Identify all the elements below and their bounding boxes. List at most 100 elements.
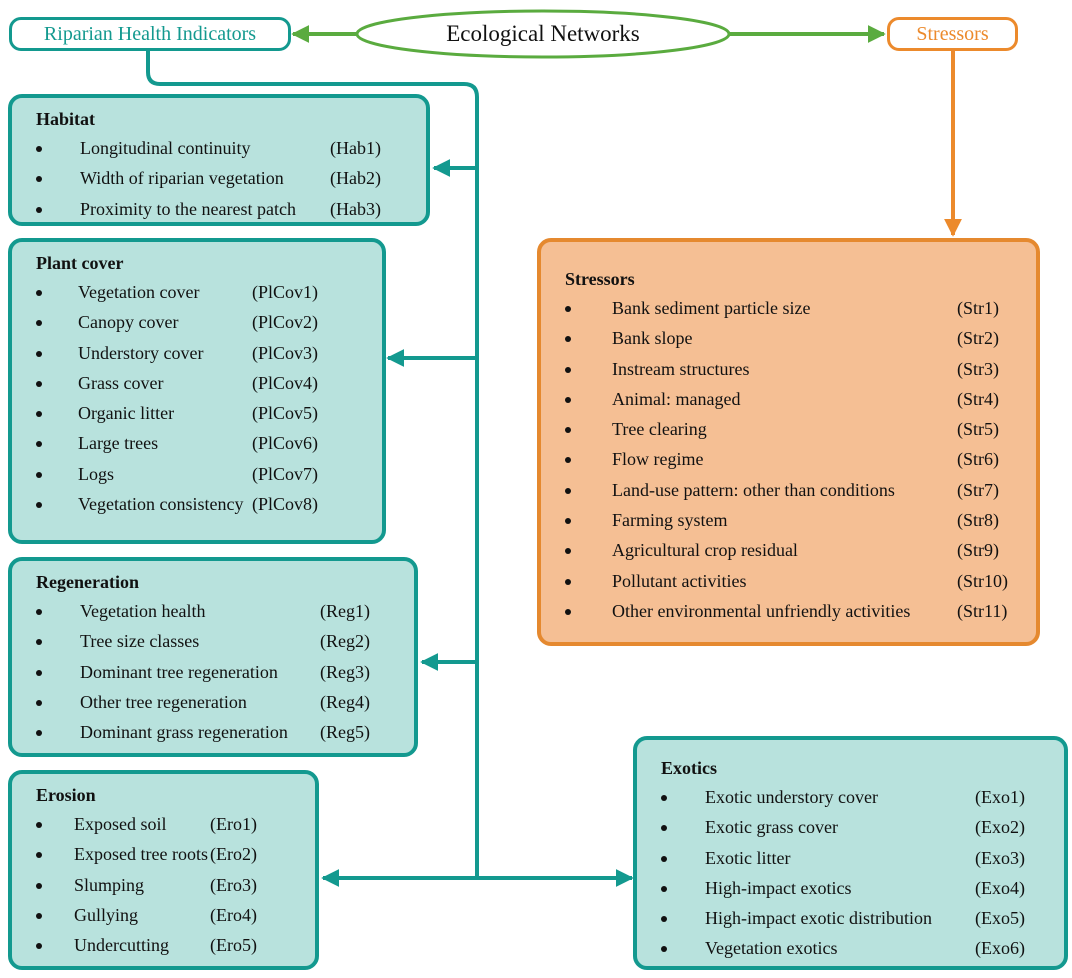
- item-code: (Exo1): [975, 787, 1025, 807]
- item-label: Proximity to the nearest patch: [80, 198, 296, 219]
- item-label: Other environmental unfriendly activitie…: [612, 600, 911, 621]
- list-item: Other environmental unfriendly activitie…: [565, 596, 1016, 626]
- list-item: Tree size classes(Reg2): [36, 626, 394, 656]
- list-item: Width of riparian vegetation(Hab2): [36, 163, 406, 193]
- plant-cover-list: Vegetation cover (PlCov1) Canopy cover(PlC…: [36, 277, 362, 519]
- item-code: (Ero5): [210, 935, 257, 956]
- list-item: Exposed soil(Ero1): [36, 809, 295, 839]
- list-item: Farming system(Str8): [565, 505, 1016, 535]
- item-label: Exotic litter: [705, 847, 791, 868]
- list-item: Proximity to the nearest patch (Hab3): [36, 194, 406, 224]
- list-item: Dominant grass regeneration(Reg5): [36, 717, 394, 747]
- plant-cover-box: Plant cover Vegetation cover (PlCov1) Cano…: [8, 238, 386, 544]
- item-code: (Reg5): [320, 722, 370, 743]
- item-label: Gullying: [74, 904, 139, 925]
- item-code: (Exo4): [975, 877, 1025, 898]
- list-item: High-impact exotics (Exo4): [661, 873, 1044, 903]
- item-code: (Exo3): [975, 847, 1025, 868]
- list-item: Organic litter(PlCov5): [36, 398, 362, 428]
- list-item: Flow regime(Str6): [565, 444, 1016, 474]
- list-item: Longitudinal continuity (Hab1): [36, 133, 406, 163]
- item-code: (PlCov1): [252, 282, 319, 302]
- item-label: Vegetation cover: [78, 282, 200, 302]
- item-label: Large trees: [78, 433, 159, 454]
- item-label: Agricultural crop residual: [612, 540, 798, 561]
- exotics-list: Exotic understory cover(Exo1) Exotic gras…: [661, 782, 1044, 964]
- stressors-title: Stressors: [565, 269, 635, 289]
- item-code: (Exo2): [975, 817, 1025, 838]
- plant-cover-title: Plant cover: [36, 253, 124, 273]
- item-label: Exposed tree roots: [74, 844, 208, 865]
- item-label: Slumping: [74, 874, 145, 895]
- erosion-title: Erosion: [36, 785, 96, 805]
- list-item: Vegetation exotics (Exo6): [661, 933, 1044, 963]
- item-code: (Str1): [957, 298, 999, 318]
- item-label: Tree clearing: [612, 419, 707, 440]
- item-label: Longitudinal continuity: [80, 138, 251, 158]
- item-code: (Str3): [957, 358, 999, 379]
- list-item: Large trees (PlCov6): [36, 428, 362, 458]
- item-label: Animal: managed: [612, 388, 741, 409]
- list-item: Grass cover (PlCov4): [36, 368, 362, 398]
- list-item: Pollutant activities(Str10): [565, 566, 1016, 596]
- item-code: (Str4): [957, 388, 999, 409]
- list-item: Bank sediment particle size(Str1): [565, 293, 1016, 323]
- exotics-box: Exotics Exotic understory cover(Exo1)Exo…: [633, 736, 1068, 970]
- item-label: Undercutting: [74, 935, 169, 956]
- item-code: (Ero4): [210, 904, 257, 925]
- item-code: (Hab3): [330, 198, 381, 219]
- list-item: Exotic litter (Exo3): [661, 843, 1044, 873]
- item-code: (Reg4): [320, 691, 370, 712]
- list-item: Other tree regeneration(Reg4): [36, 687, 394, 717]
- item-code: (PlCov7): [252, 463, 319, 484]
- item-label: Vegetation consistency: [78, 494, 244, 515]
- item-code: (Str11): [957, 600, 1008, 621]
- item-code: (Exo5): [975, 908, 1025, 929]
- item-label: Land-use pattern: other than conditions: [612, 479, 895, 500]
- riparian-health-indicators-label: Riparian Health Indicators: [9, 17, 291, 51]
- list-item: Slumping(Ero3): [36, 870, 295, 900]
- item-label: Bank slope: [612, 328, 693, 349]
- list-item: Land-use pattern: other than conditions(…: [565, 475, 1016, 505]
- item-label: High-impact exotic distribution: [705, 908, 932, 929]
- item-label: Exotic grass cover: [705, 817, 838, 838]
- item-code: (Exo6): [975, 938, 1025, 959]
- item-label: Tree size classes: [80, 631, 200, 652]
- item-label: Vegetation health: [80, 601, 206, 621]
- stressors-box: Stressors Bank sediment particle size(St…: [537, 238, 1040, 646]
- item-code: (Ero2): [210, 844, 257, 865]
- regeneration-title: Regeneration: [36, 572, 139, 592]
- list-item: Undercutting (Ero5): [36, 930, 295, 960]
- item-code: (Str2): [957, 328, 999, 349]
- item-code: (Reg3): [320, 661, 370, 682]
- erosion-list: Exposed soil(Ero1)Exposed tree roots(Ero…: [36, 809, 295, 960]
- item-label: Width of riparian vegetation: [80, 168, 284, 189]
- item-code: (Ero1): [210, 814, 257, 834]
- item-code: (PlCov6): [252, 433, 319, 454]
- item-label: Grass cover: [78, 372, 164, 393]
- list-item: Vegetation consistency(PlCov8): [36, 489, 362, 519]
- item-code: (PlCov3): [252, 342, 319, 363]
- list-item: Canopy cover(PlCov2): [36, 307, 362, 337]
- list-item: Instream structures(Str3): [565, 354, 1016, 384]
- item-code: (Str9): [957, 540, 999, 561]
- item-label: High-impact exotics: [705, 877, 852, 898]
- item-label: Organic litter: [78, 403, 175, 424]
- item-label: Vegetation exotics: [705, 938, 838, 959]
- list-item: Logs(PlCov7): [36, 459, 362, 489]
- item-code: (Str6): [957, 449, 999, 470]
- habitat-box: Habitat Longitudinal continuity(Hab1)Wid…: [8, 94, 430, 226]
- item-code: (PlCov4): [252, 372, 319, 393]
- item-code: (Hab1): [330, 138, 381, 158]
- list-item: Agricultural crop residual (Str9): [565, 535, 1016, 565]
- stressors-list: Bank sediment particle size(Str1) Bank sl…: [565, 293, 1016, 626]
- regeneration-list: Vegetation health (Reg1) Tree size classes…: [36, 596, 394, 747]
- item-code: (PlCov2): [252, 312, 319, 333]
- indicator-trunk-line: [146, 50, 479, 878]
- item-code: (Str8): [957, 510, 999, 531]
- list-item: Vegetation cover (PlCov1): [36, 277, 362, 307]
- list-item: Dominant tree regeneration(Reg3): [36, 657, 394, 687]
- item-code: (Str10): [957, 570, 1008, 591]
- list-item: Exotic understory cover(Exo1): [661, 782, 1044, 812]
- item-code: (Reg1): [320, 601, 370, 621]
